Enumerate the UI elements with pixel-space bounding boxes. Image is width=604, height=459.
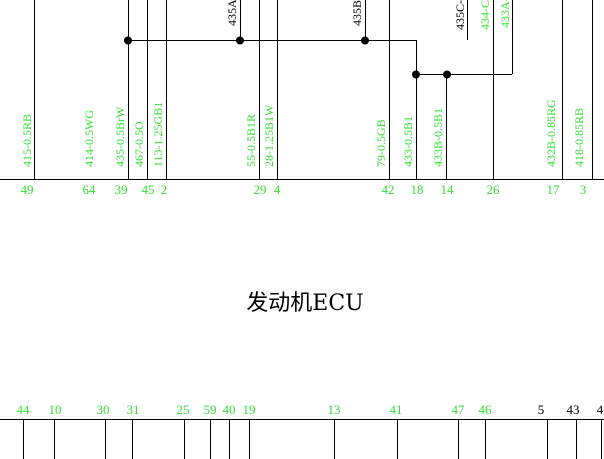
pin-number-upper: 39 [115, 182, 128, 197]
splice-dot-435-1 [124, 36, 132, 45]
top-label-435c: 435C- [453, 0, 467, 30]
wire-label-pin-14: 433B-0.5B1 [431, 108, 445, 167]
top-label-433a: 433A- [498, 0, 512, 28]
pin-number-lower: 43 [567, 402, 580, 417]
pin-number-upper: 18 [411, 182, 424, 197]
wire-label-pin-49: 415-0.5RB [20, 114, 34, 167]
pin-number-upper: 3 [580, 182, 587, 197]
pin-number-lower: 46 [479, 402, 493, 417]
splice-dot-435-3 [361, 36, 369, 45]
pin-number-upper: 49 [21, 182, 34, 197]
top-label-434: 434-C [478, 0, 492, 30]
wire-label-pin-3: 418-0.85RB [572, 108, 586, 167]
wire-label-pin-29: 55-0.5B1R [244, 114, 258, 167]
pin-number-lower: 40 [223, 402, 236, 417]
wire-label-pin-18: 433-0.5B1 [401, 116, 415, 167]
pin-number-upper: 14 [441, 182, 455, 197]
pin-number-lower: 31 [127, 402, 140, 417]
pin-number-upper: 26 [487, 182, 501, 197]
pin-number-lower: 47 [452, 402, 466, 417]
wire-label-pin-2: 113-1.25GB1 [151, 102, 165, 167]
pin-number-lower: 30 [97, 402, 110, 417]
pin-number-upper: 64 [83, 182, 97, 197]
wire-label-pin-4: 28-1.25B1W [262, 104, 276, 167]
pin-number-lower: 5 [538, 402, 545, 417]
pin-number-lower: 59 [204, 402, 217, 417]
ecu-title: 发动机ECU [246, 291, 363, 316]
pin-number-upper: 4 [274, 182, 281, 197]
pin-number-upper: 29 [254, 182, 267, 197]
pin-number-lower: 41 [390, 402, 403, 417]
pin-number-lower: 10 [49, 402, 62, 417]
wire-label-pin-64: 414-0.5WG [82, 110, 96, 167]
pin-number-lower: 13 [328, 402, 341, 417]
top-label-435b: 435B- [350, 0, 364, 26]
pin-number-lower: 44 [17, 402, 31, 417]
wire-label-pin-39: 435-0.5BrW [113, 106, 127, 167]
pin-number-lower: 19 [243, 402, 256, 417]
pin-number-upper: 42 [382, 182, 395, 197]
pin-number-upper: 45 [142, 182, 155, 197]
wire-label-pin-45: 467-0.5O [132, 121, 146, 167]
wire-label-pin-17: 432B-0.85RG [544, 99, 558, 167]
splice-dot-433-2 [443, 70, 451, 79]
pin-number-lower: 25 [177, 402, 190, 417]
splice-dot-433-1 [412, 70, 420, 79]
pin-number-lower: 4 [597, 402, 604, 417]
pin-number-upper: 2 [161, 182, 168, 197]
splice-dot-435-2 [236, 36, 244, 45]
top-label-435a: 435A- [225, 0, 239, 26]
pin-number-upper: 17 [547, 182, 561, 197]
wire-label-pin-42: 79-0.5GB [374, 119, 388, 167]
